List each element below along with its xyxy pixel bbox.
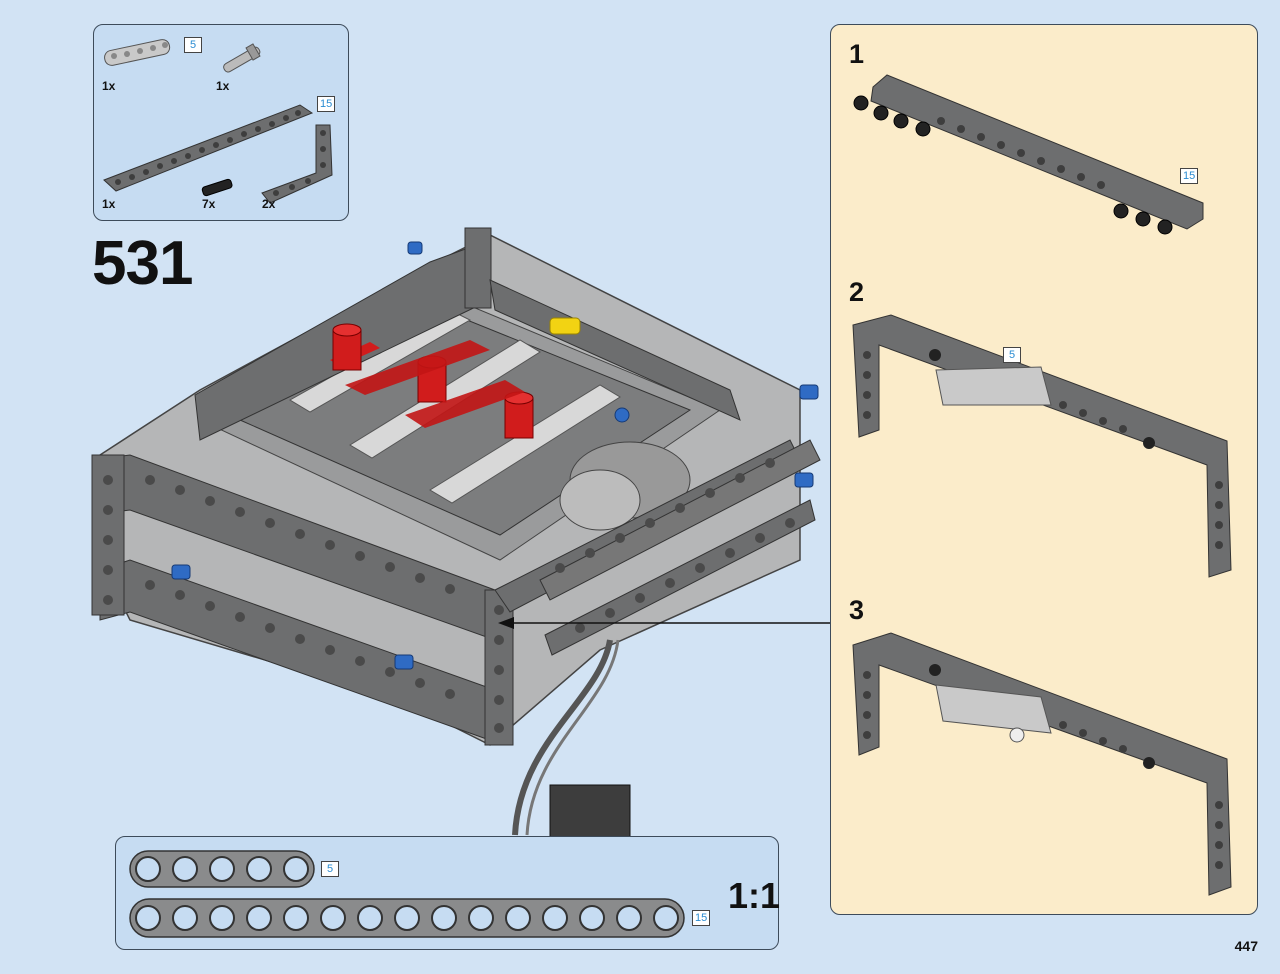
beam-15-qty: 1x: [102, 197, 116, 211]
beam-5-part: [104, 39, 171, 66]
scale-beams: [129, 850, 685, 938]
page-number: 447: [1234, 938, 1258, 954]
substeps-panel: 1 15 2 5 3: [830, 24, 1258, 915]
scale-label: 1:1: [728, 875, 781, 916]
beam-15-part: [103, 104, 314, 192]
model-frame: [91, 227, 821, 746]
parts-illustrations: [103, 39, 333, 204]
substep-2-callout: 5: [1003, 347, 1021, 363]
parts-list-panel: 5 1x 1x 15 1x 7x 2x: [93, 24, 349, 221]
red-switches: [330, 323, 534, 439]
scale-beam-5-length: 5: [321, 861, 339, 877]
scale-beam-15: [129, 898, 685, 938]
scale-beam-5: [129, 850, 315, 888]
pin-long-part: [201, 178, 233, 197]
step-number: 531: [92, 229, 193, 298]
cable-connector: [549, 784, 631, 838]
beam-5-qty: 1x: [102, 79, 116, 93]
scale-beam-15-length: 15: [692, 910, 711, 926]
yellow-axle: [549, 317, 581, 335]
callout-arrow-head: [498, 617, 514, 629]
substep-illustrations: [852, 74, 1232, 896]
axle-pin-part: [223, 43, 261, 73]
blue-pins: [171, 241, 819, 670]
substep-2-number: 2: [849, 277, 865, 307]
substep-1-beam: [853, 74, 1204, 235]
axle-pin-qty: 1x: [216, 79, 230, 93]
scale-guide-panel: 5 15 1:1: [115, 836, 781, 950]
substep-2-frame: [852, 314, 1232, 578]
angled-beam-part: [261, 124, 333, 204]
substep-3-number: 3: [849, 595, 865, 625]
beam-15-length: 15: [317, 96, 336, 112]
substep-3-frame: [852, 632, 1232, 896]
substep-1-callout: 15: [1180, 168, 1199, 184]
beam-5-length: 5: [184, 37, 202, 53]
pin-long-qty: 7x: [202, 197, 216, 211]
cable: [512, 639, 613, 836]
cable-inner: [525, 639, 620, 836]
angled-beam-qty: 2x: [262, 197, 276, 211]
substep-1-number: 1: [849, 39, 865, 69]
beam-holes: [103, 458, 795, 733]
